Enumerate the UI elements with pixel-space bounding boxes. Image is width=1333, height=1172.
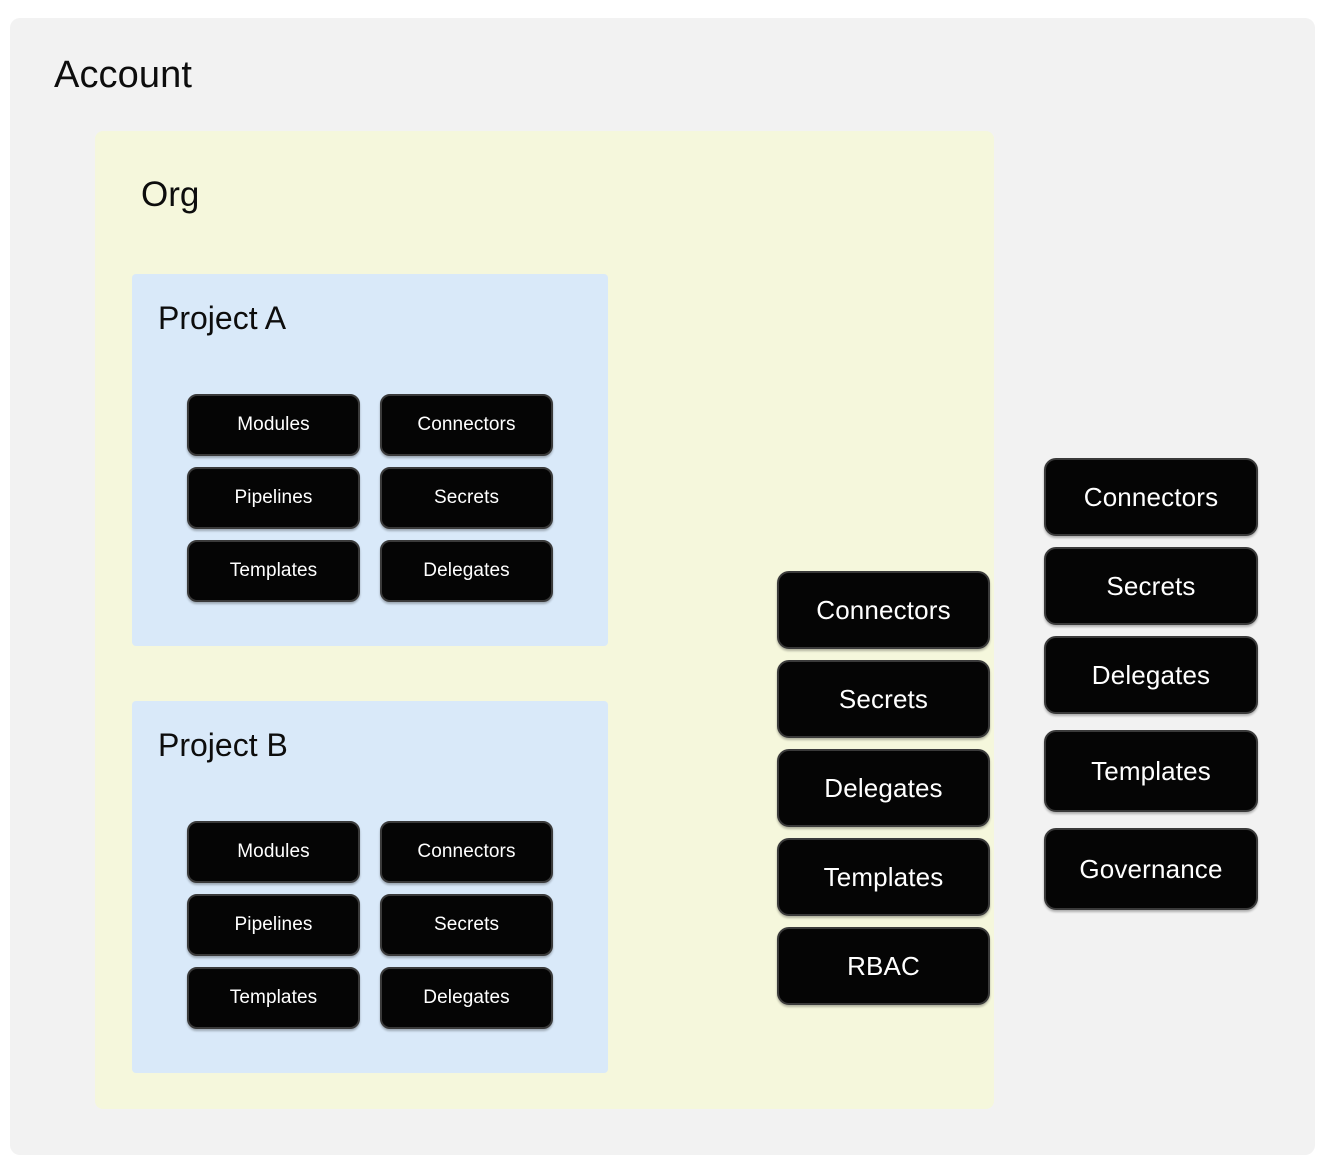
project-b-item-connectors[interactable]: Connectors xyxy=(380,821,553,883)
account-item-governance[interactable]: Governance xyxy=(1044,828,1258,910)
org-item-secrets[interactable]: Secrets xyxy=(777,660,990,738)
project-b-item-pipelines[interactable]: Pipelines xyxy=(187,894,360,956)
org-item-connectors[interactable]: Connectors xyxy=(777,571,990,649)
org-item-column: Connectors Secrets Delegates Templates R… xyxy=(777,571,990,1005)
project-a-item-delegates[interactable]: Delegates xyxy=(380,540,553,602)
account-item-column: Connectors Secrets Delegates Templates G… xyxy=(1044,458,1258,910)
org-scope-container: Org Project A Modules Connectors Pipelin… xyxy=(95,131,994,1109)
project-b-item-delegates[interactable]: Delegates xyxy=(380,967,553,1029)
project-b-title: Project B xyxy=(158,727,288,763)
org-item-rbac[interactable]: RBAC xyxy=(777,927,990,1005)
project-a-title: Project A xyxy=(158,300,287,336)
project-a-item-modules[interactable]: Modules xyxy=(187,394,360,456)
account-scope-container: Account Org Project A Modules Connectors… xyxy=(10,18,1315,1155)
project-b-item-templates[interactable]: Templates xyxy=(187,967,360,1029)
project-a-container: Project A Modules Connectors Pipelines S… xyxy=(132,274,608,646)
account-title: Account xyxy=(54,54,193,96)
project-a-item-secrets[interactable]: Secrets xyxy=(380,467,553,529)
org-item-delegates[interactable]: Delegates xyxy=(777,749,990,827)
account-item-templates[interactable]: Templates xyxy=(1044,730,1258,812)
project-b-container: Project B Modules Connectors Pipelines S… xyxy=(132,701,608,1073)
org-item-templates[interactable]: Templates xyxy=(777,838,990,916)
project-b-item-grid: Modules Connectors Pipelines Secrets Tem… xyxy=(187,821,553,1029)
project-a-item-pipelines[interactable]: Pipelines xyxy=(187,467,360,529)
account-item-secrets[interactable]: Secrets xyxy=(1044,547,1258,625)
project-a-item-templates[interactable]: Templates xyxy=(187,540,360,602)
org-title: Org xyxy=(141,175,200,214)
account-item-delegates[interactable]: Delegates xyxy=(1044,636,1258,714)
project-a-item-connectors[interactable]: Connectors xyxy=(380,394,553,456)
account-item-connectors[interactable]: Connectors xyxy=(1044,458,1258,536)
project-a-item-grid: Modules Connectors Pipelines Secrets Tem… xyxy=(187,394,553,602)
project-b-item-modules[interactable]: Modules xyxy=(187,821,360,883)
project-b-item-secrets[interactable]: Secrets xyxy=(380,894,553,956)
